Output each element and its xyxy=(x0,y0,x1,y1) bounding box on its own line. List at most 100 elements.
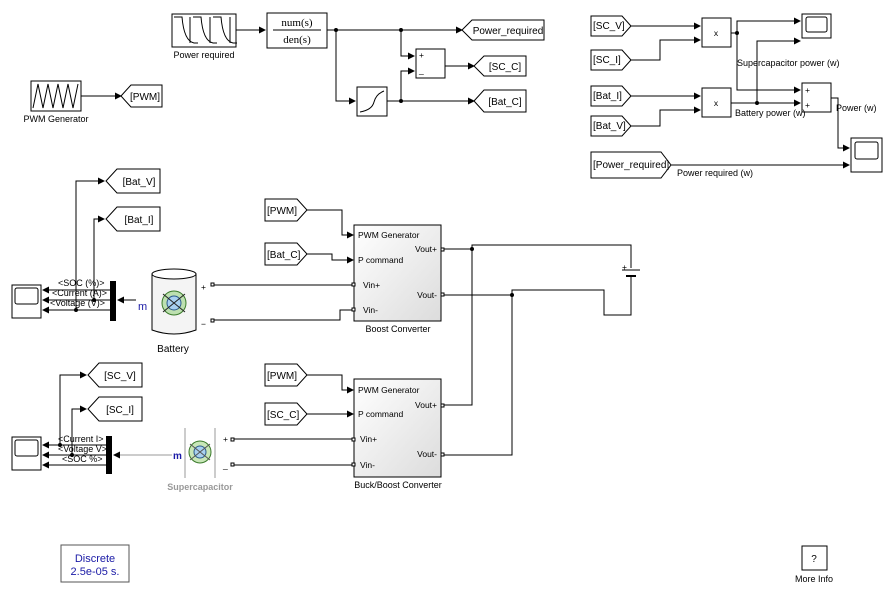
battery-plus-terminal: + xyxy=(201,282,206,292)
svg-text:+: + xyxy=(223,434,228,444)
from-power-required[interactable]: [Power_required] xyxy=(590,151,672,179)
goto-bat-v[interactable]: [Bat_V] xyxy=(105,168,161,194)
sum-block-power[interactable]: + + xyxy=(801,82,832,113)
powergui-discrete-block[interactable]: Discrete 2.5e-05 s. xyxy=(60,544,130,583)
goto-power-required[interactable]: Power_required xyxy=(461,19,545,41)
svg-text:P command: P command xyxy=(358,409,403,419)
svg-text:+: + xyxy=(805,85,810,95)
goto-pwm[interactable]: [PWM] xyxy=(120,84,163,108)
from-bat-v[interactable]: [Bat_V] xyxy=(590,115,632,137)
goto-sc-v[interactable]: [SC_V] xyxy=(87,362,143,388)
svg-text:_: _ xyxy=(418,65,424,75)
svg-text:PWM Generator: PWM Generator xyxy=(358,230,420,240)
from-sc-v[interactable]: [SC_V] xyxy=(590,15,632,37)
svg-text:[SC_V]: [SC_V] xyxy=(104,371,136,382)
boost-converter-label: Boost Converter xyxy=(365,324,430,334)
svg-text:Power_required: Power_required xyxy=(473,26,544,37)
dc-load-element[interactable]: + xyxy=(622,262,640,298)
transfer-function-block[interactable]: num(s) den(s) xyxy=(266,12,328,49)
svg-text:[SC_I]: [SC_I] xyxy=(593,55,621,66)
svg-text:[Bat_I]: [Bat_I] xyxy=(125,215,154,226)
buck-boost-converter-block[interactable]: PWM Generator P command Vin+ Vin- Vout+ … xyxy=(351,378,445,478)
svg-text:2.5e-05 s.: 2.5e-05 s. xyxy=(71,566,120,578)
sum-block-sc-c[interactable]: + _ xyxy=(415,48,446,79)
svg-text:Vin+: Vin+ xyxy=(363,280,380,290)
supercap-m-port: m xyxy=(173,451,182,462)
svg-text:Vin+: Vin+ xyxy=(360,434,377,444)
battery-minus-terminal: − xyxy=(201,319,206,329)
svg-text:x: x xyxy=(714,98,719,108)
scope-battery[interactable] xyxy=(11,284,42,319)
svg-text:Vout-: Vout- xyxy=(417,290,437,300)
scope-supercap-power[interactable] xyxy=(801,13,832,39)
svg-text:Discrete: Discrete xyxy=(75,553,115,565)
svg-text:<SOC %>: <SOC %> xyxy=(62,454,103,464)
svg-text:[SC_V]: [SC_V] xyxy=(593,21,625,32)
from-bat-i[interactable]: [Bat_I] xyxy=(590,85,632,107)
svg-text:[PWM]: [PWM] xyxy=(267,371,297,382)
power-required-source-label: Power required xyxy=(173,50,234,60)
svg-text:PWM Generator: PWM Generator xyxy=(358,385,420,395)
svg-text:<Current (A)>: <Current (A)> xyxy=(52,288,107,298)
from-sc-c[interactable]: [SC_C] xyxy=(264,402,308,426)
svg-text:Vout+: Vout+ xyxy=(415,400,437,410)
bus-labels-supercap: <Current I> <Voltage V> <SOC %> xyxy=(58,434,107,464)
from-sc-i[interactable]: [SC_I] xyxy=(590,49,632,71)
svg-text:[Bat_V]: [Bat_V] xyxy=(593,121,626,132)
svg-text:Vout+: Vout+ xyxy=(415,244,437,254)
transfer-fcn-numerator: num(s) xyxy=(281,17,313,29)
goto-sc-i[interactable]: [SC_I] xyxy=(87,396,143,422)
from-pwm-1[interactable]: [PWM] xyxy=(264,198,308,222)
svg-text:[Power_required]: [Power_required] xyxy=(593,160,669,171)
svg-text:[Bat_V]: [Bat_V] xyxy=(123,177,156,188)
supercapacitor-block[interactable] xyxy=(184,428,216,478)
power-required-source-block[interactable] xyxy=(171,13,237,48)
more-info-label: More Info xyxy=(795,574,833,584)
svg-text:[PWM]: [PWM] xyxy=(130,92,160,103)
more-info-button[interactable]: ? xyxy=(801,545,828,571)
svg-text:+: + xyxy=(805,100,810,110)
svg-text:P command: P command xyxy=(358,255,403,265)
supercapacitor-label: Supercapacitor xyxy=(167,482,233,492)
battery-m-port: m xyxy=(138,301,147,313)
help-icon: ? xyxy=(811,554,817,565)
svg-text:<Current I>: <Current I> xyxy=(58,434,104,444)
scope-power[interactable] xyxy=(850,137,883,173)
svg-text:_: _ xyxy=(222,460,228,470)
svg-text:[SC_C]: [SC_C] xyxy=(267,410,299,421)
bus-selector-supercap[interactable] xyxy=(106,436,112,474)
svg-text:Vin-: Vin- xyxy=(363,305,378,315)
pwm-generator-label: PWM Generator xyxy=(23,114,88,124)
signal-label-power-w: Power (w) xyxy=(836,103,877,113)
svg-text:[Bat_C]: [Bat_C] xyxy=(267,250,301,261)
svg-text:<Voltage V>: <Voltage V> xyxy=(58,444,107,454)
svg-text:[Bat_C]: [Bat_C] xyxy=(488,97,522,108)
battery-block[interactable] xyxy=(151,268,197,335)
svg-text:+: + xyxy=(419,50,424,60)
product-block-bat[interactable]: x xyxy=(701,87,732,118)
goto-bat-i[interactable]: [Bat_I] xyxy=(105,206,161,232)
svg-text:[Bat_I]: [Bat_I] xyxy=(593,91,622,102)
svg-text:[SC_C]: [SC_C] xyxy=(489,62,521,73)
svg-text:x: x xyxy=(714,28,719,38)
svg-text:<SOC (%)>: <SOC (%)> xyxy=(58,278,105,288)
goto-sc-c[interactable]: [SC_C] xyxy=(473,55,527,77)
buck-boost-converter-label: Buck/Boost Converter xyxy=(354,480,442,490)
battery-label: Battery xyxy=(157,344,189,355)
saturation-lookup-block[interactable] xyxy=(356,86,388,117)
signal-label-battery-power: Battery power (w) xyxy=(735,108,806,118)
goto-bat-c[interactable]: [Bat_C] xyxy=(473,89,527,113)
boost-converter-block[interactable]: PWM Generator P command Vin+ Vin- Vout+ … xyxy=(351,224,445,322)
svg-text:Vin-: Vin- xyxy=(360,460,375,470)
svg-text:+: + xyxy=(622,262,627,272)
svg-text:<Voltage (V)>: <Voltage (V)> xyxy=(50,298,105,308)
from-pwm-2[interactable]: [PWM] xyxy=(264,363,308,387)
transfer-fcn-denominator: den(s) xyxy=(283,34,311,46)
pwm-generator-block[interactable] xyxy=(30,80,82,112)
bus-selector-battery[interactable] xyxy=(110,281,116,321)
svg-text:[PWM]: [PWM] xyxy=(267,206,297,217)
product-block-sc[interactable]: x xyxy=(701,17,732,48)
scope-supercap[interactable] xyxy=(11,436,42,471)
from-bat-c[interactable]: [Bat_C] xyxy=(264,242,308,266)
